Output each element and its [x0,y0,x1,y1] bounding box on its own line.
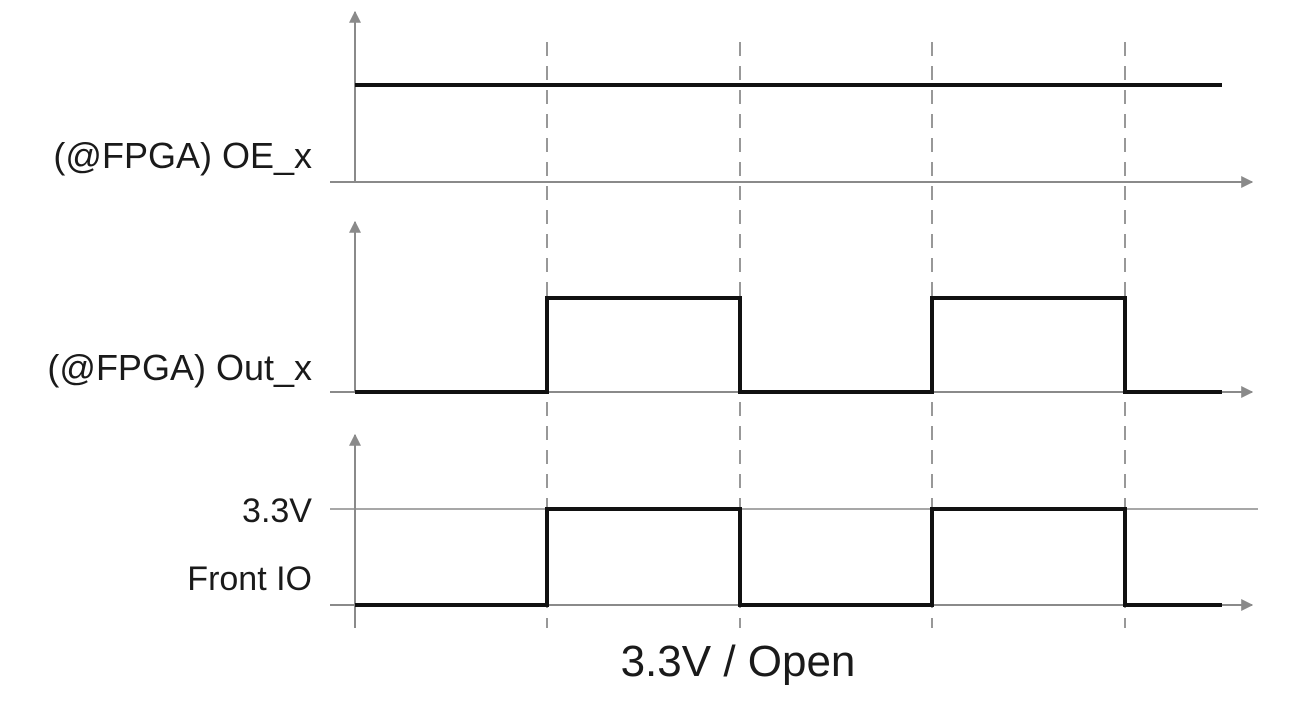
front-io-waveform [355,507,1222,607]
signal-front-io: 3.3V Front IO [187,433,1258,628]
signal-out-x: (@FPGA) Out_x [47,220,1254,398]
time-grid [546,42,1126,628]
out-x-label: (@FPGA) Out_x [47,347,312,388]
signal-oe-x: (@FPGA) OE_x [53,10,1254,188]
caption: 3.3V / Open [621,637,856,686]
front-io-label: Front IO [187,560,312,598]
out-x-waveform [355,296,1222,394]
front-io-level-label: 3.3V [242,492,312,530]
oe-x-label: (@FPGA) OE_x [53,135,312,176]
